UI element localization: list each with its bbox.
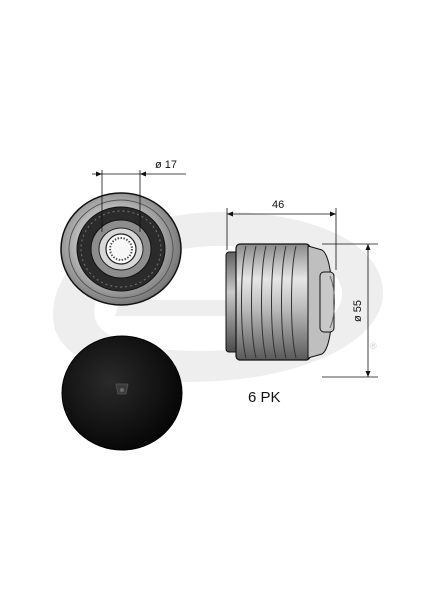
bore-diameter-label: ø 17 bbox=[155, 159, 177, 171]
outer-diameter-dimension bbox=[322, 243, 378, 378]
pulley-side-view bbox=[225, 243, 335, 361]
poly-v-ribs bbox=[241, 245, 297, 359]
rib-profile-label: 6 PK bbox=[248, 389, 281, 406]
bore-diameter-dimension bbox=[92, 170, 186, 232]
length-dimension bbox=[226, 208, 337, 270]
pulley-front-view bbox=[60, 192, 182, 306]
registered-mark: ® bbox=[370, 341, 377, 351]
length-label: 46 bbox=[272, 199, 284, 211]
dust-cap bbox=[61, 335, 183, 451]
outer-diameter-label: ø 55 bbox=[352, 300, 364, 322]
